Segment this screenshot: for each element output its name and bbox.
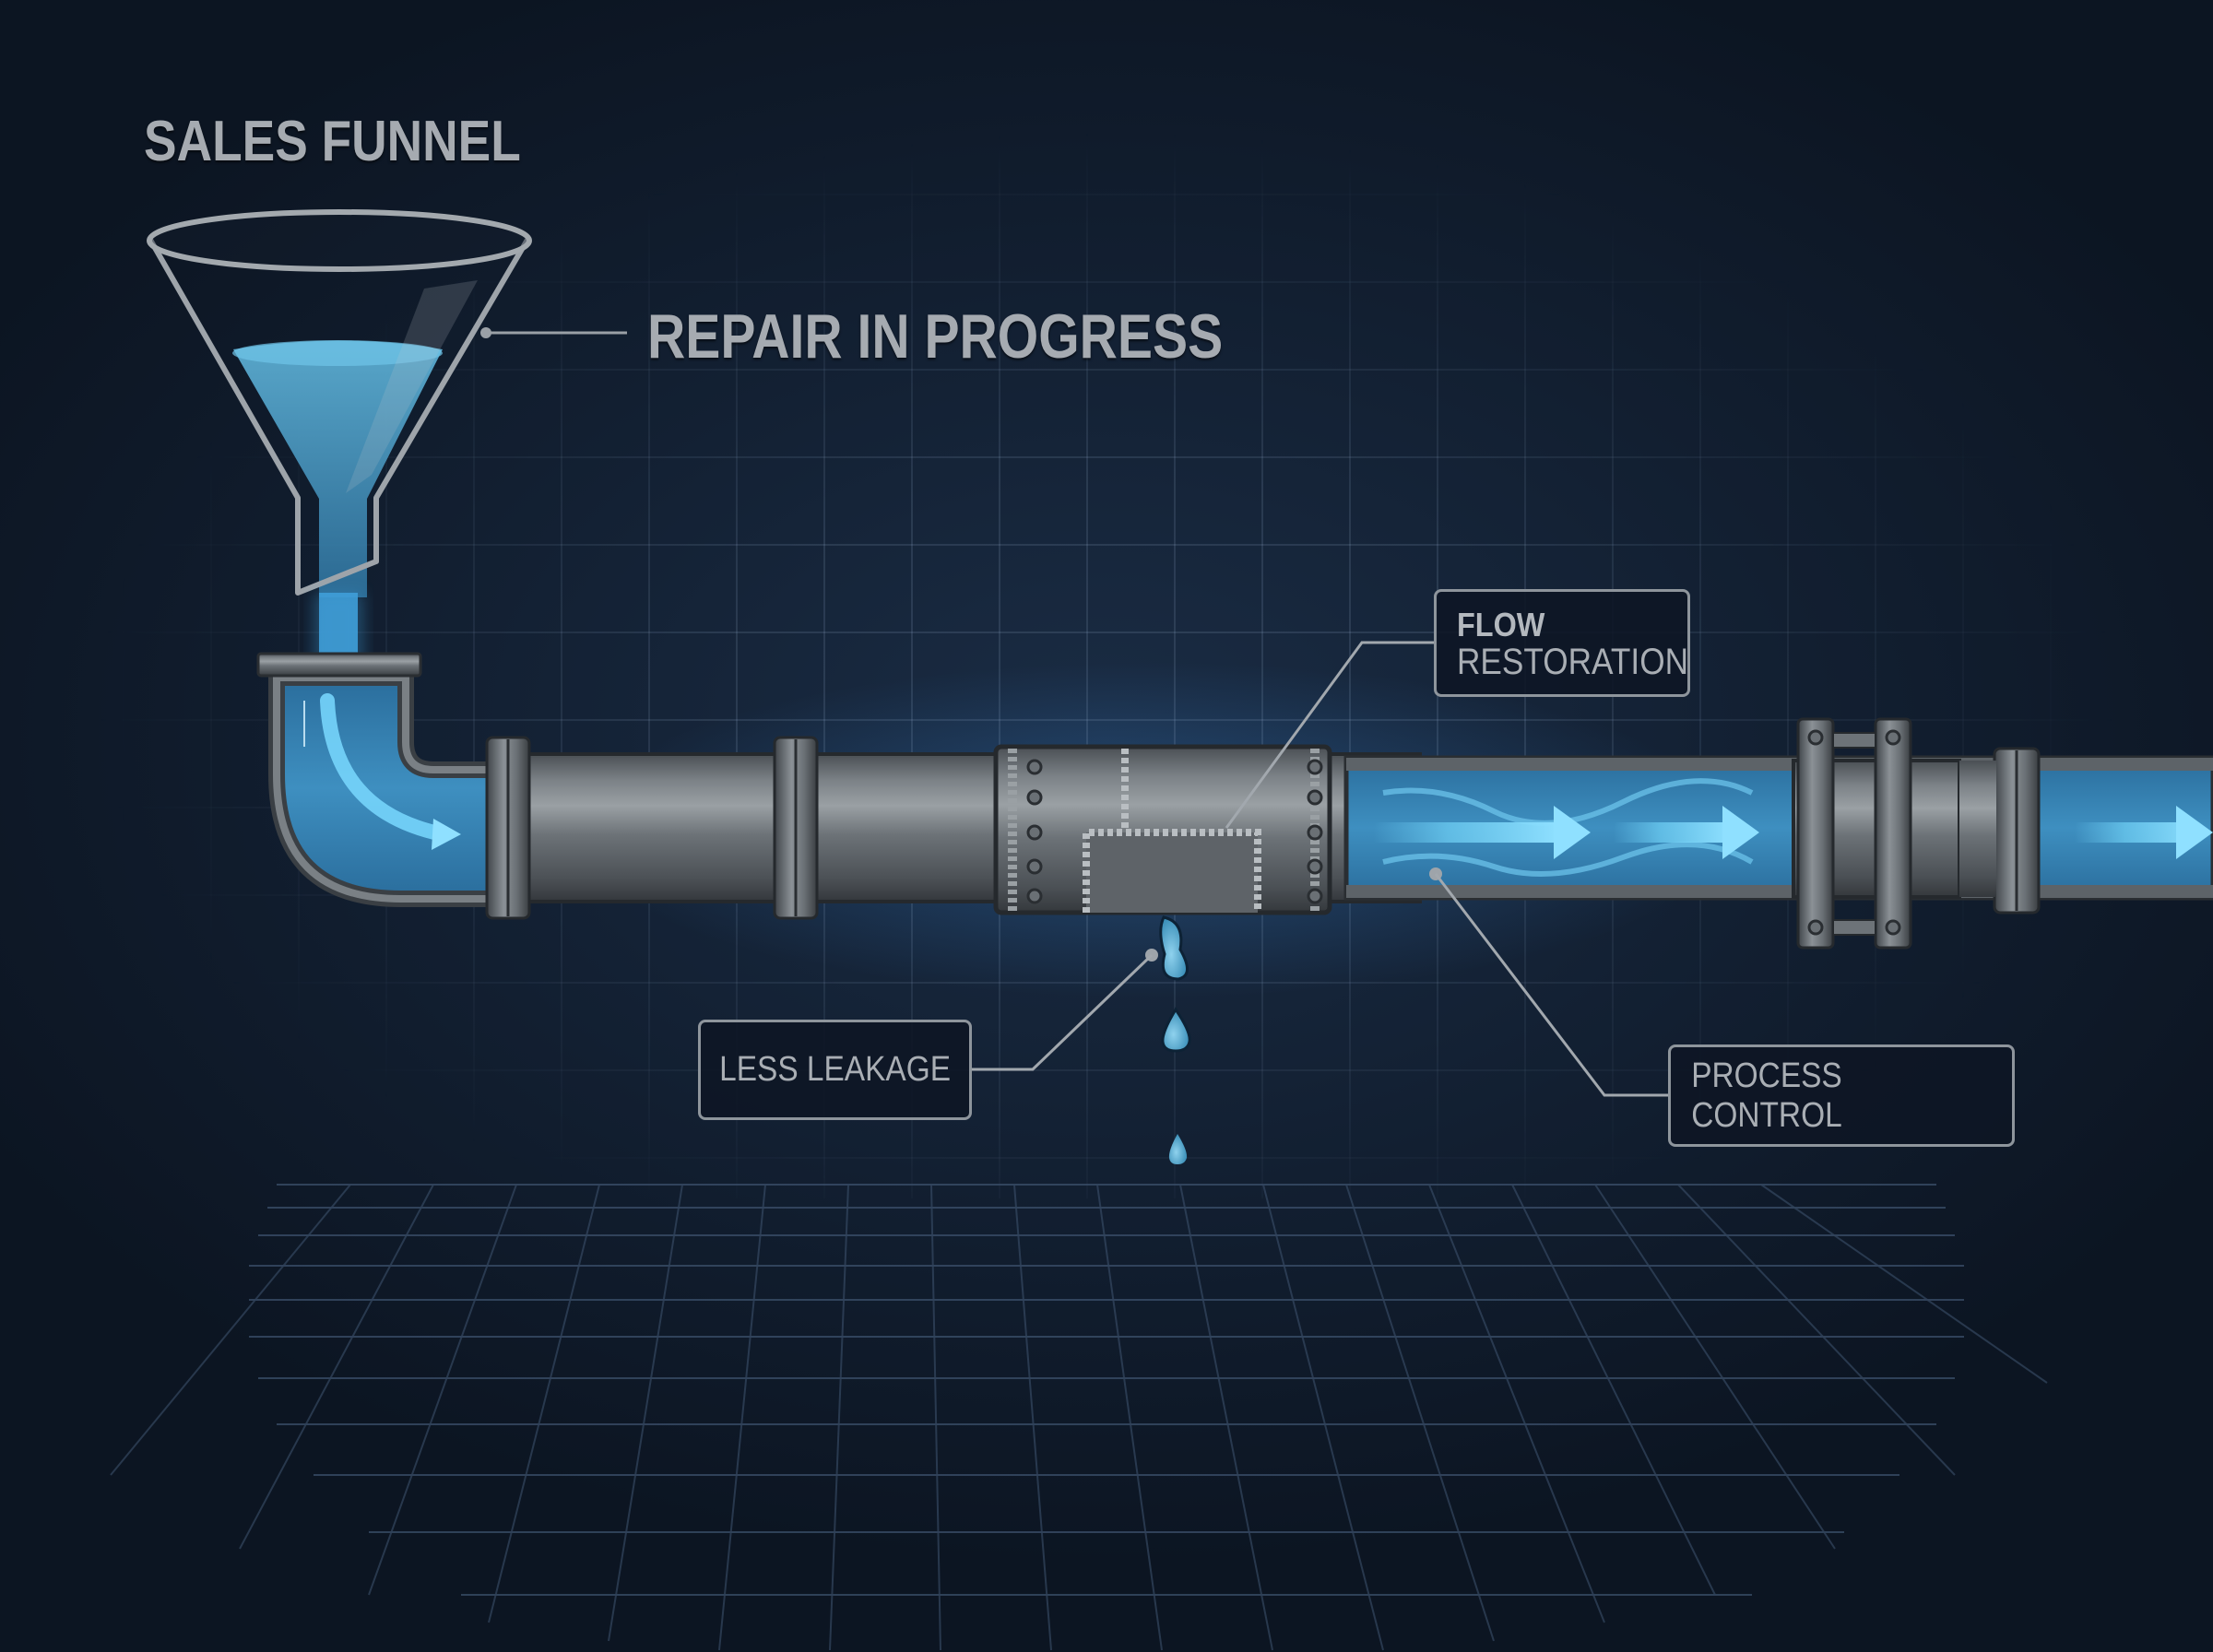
- repair-patch-sleeve: [993, 744, 1332, 915]
- callout-leader-lines: [972, 641, 1668, 1097]
- pipe-coupling: [1792, 717, 2041, 950]
- callout-less-leakage-text: LESS LEAKAGE: [719, 1050, 951, 1089]
- repair-leader-line: [480, 327, 627, 338]
- diagram-title: SALES FUNNEL: [144, 110, 521, 173]
- repair-in-progress-label: REPAIR IN PROGRESS: [647, 301, 1224, 372]
- callout-process-control-text: PROCESS CONTROL: [1691, 1056, 1842, 1135]
- callout-flow-line2: RESTORATION: [1457, 642, 1688, 682]
- sales-funnel-icon: [147, 209, 532, 667]
- pipe-elbow: [256, 652, 506, 907]
- pipe-water-section: [1343, 755, 2213, 901]
- callout-less-leakage: LESS LEAKAGE: [698, 1020, 972, 1120]
- perspective-floor-grid: [110, 1184, 2048, 1651]
- callout-process-control: PROCESS CONTROL: [1668, 1044, 2015, 1147]
- leak-droplets: [1159, 915, 1191, 1164]
- callout-flow-line1: FLOW: [1457, 606, 1545, 643]
- callout-flow-restoration: FLOW RESTORATION: [1434, 589, 1690, 697]
